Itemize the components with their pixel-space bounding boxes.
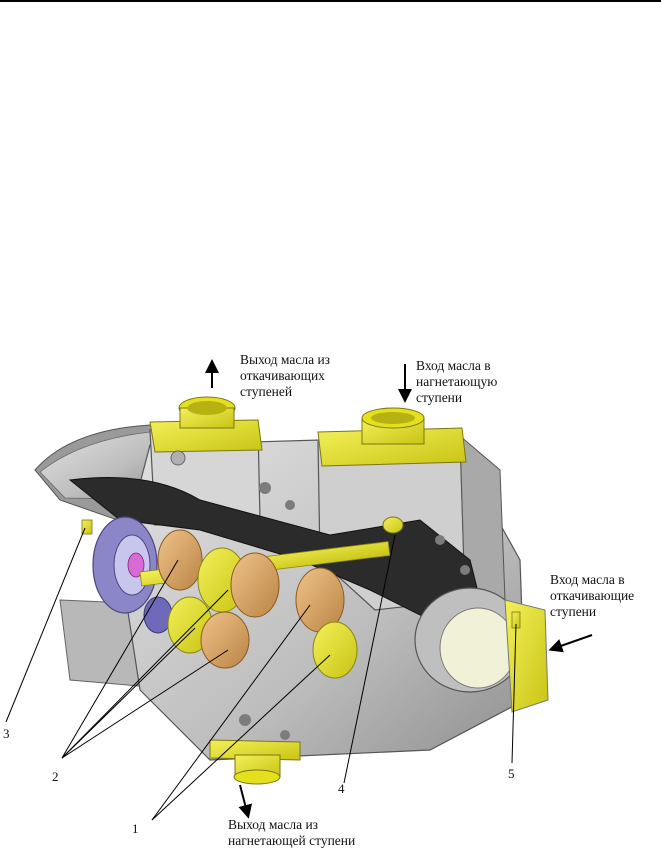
arrow-pressure-outlet bbox=[238, 784, 253, 819]
right-flange bbox=[504, 599, 549, 713]
bearing-disc-hub bbox=[127, 552, 145, 578]
label-outlet-pressure: Выход масла из нагнетающей ступени bbox=[228, 817, 356, 848]
right-cylinder-bore bbox=[439, 607, 517, 689]
callout-2: 2 bbox=[52, 769, 59, 784]
callout-5: 5 bbox=[508, 766, 515, 781]
label-outlet-scavenge: Выход масла из откачивающих ступеней bbox=[240, 352, 331, 399]
callout-3: 3 bbox=[3, 726, 10, 741]
gear-5 bbox=[200, 611, 250, 669]
label-inlet-scavenge: Вход масла в откачивающие ступени bbox=[550, 572, 635, 619]
arrow-scavenge-inlet bbox=[548, 634, 593, 653]
gear-3 bbox=[230, 552, 280, 618]
gear-7 bbox=[312, 621, 358, 679]
callout-1: 1 bbox=[132, 821, 139, 836]
section-cut bbox=[68, 477, 481, 621]
leader-lines bbox=[5, 527, 517, 821]
plug-4 bbox=[382, 516, 404, 534]
top-rule bbox=[0, 0, 661, 2]
label-inlet-pressure: Вход масла в нагнетающую ступени bbox=[416, 358, 498, 405]
callout-4: 4 bbox=[338, 781, 345, 796]
bolt-3 bbox=[81, 519, 93, 535]
gear-1 bbox=[157, 529, 203, 591]
